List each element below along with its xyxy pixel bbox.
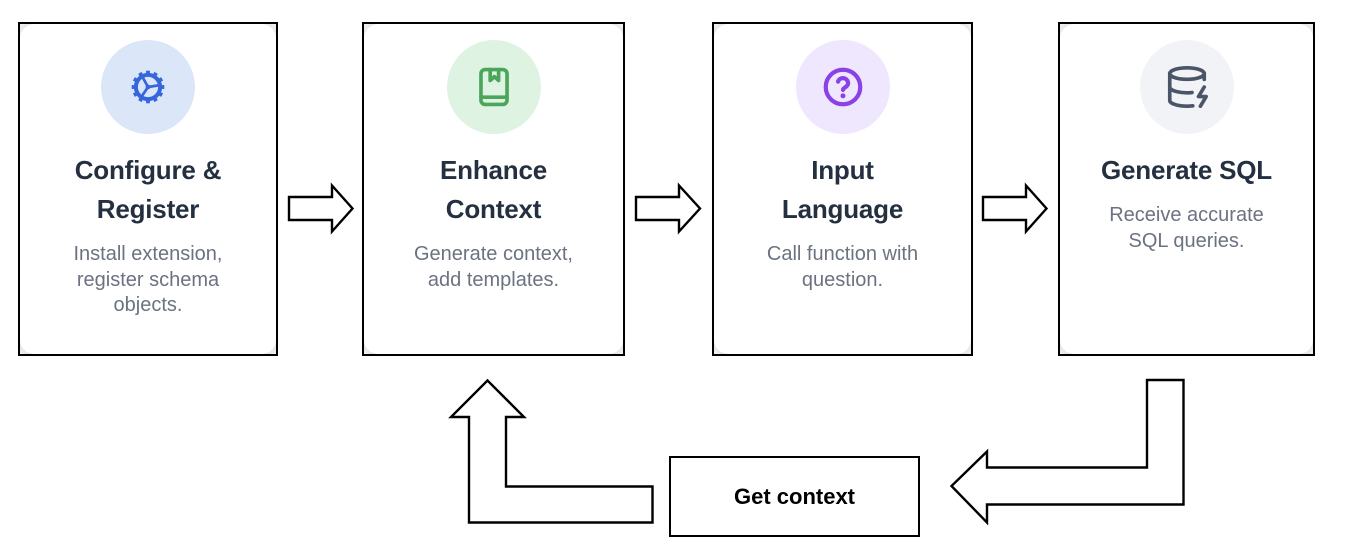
flow-arrow-step3-to-step4 [981,182,1049,235]
gear-icon [131,70,165,104]
book-bookmark-icon [478,67,509,107]
step-card-surface: Enhance Context Generate context, add te… [364,24,623,354]
step-icon-circle [795,40,890,134]
step-title: Input Language [781,155,904,224]
step-card-surface: Input Language Call function with questi… [714,24,971,354]
get-context-box: Get context [669,456,920,537]
step-icon-circle [446,40,541,134]
loop-arrow-down-from-generate-sql [949,378,1185,526]
step-title: Enhance Context [440,155,547,224]
step-description: Receive accurate SQL queries. [1109,204,1264,252]
loop-arrow-up-to-enhance-context [448,378,654,524]
get-context-label: Get context [733,483,856,509]
flow-arrow-step1-to-step2 [287,182,355,235]
database-zap-icon [1167,66,1208,109]
step-card-configure-register: Configure & Register Install extension, … [18,22,278,356]
step-card-surface: Configure & Register Install extension, … [20,24,276,354]
step-card-generate-sql: Generate SQL Receive accurate SQL querie… [1058,22,1315,356]
step-icon-circle [1139,40,1234,134]
step-card-input-language: Input Language Call function with questi… [712,22,973,356]
step-title: Generate SQL [1101,155,1272,185]
step-description: Generate context, add templates. [414,243,573,291]
step-card-surface: Generate SQL Receive accurate SQL querie… [1060,24,1313,354]
step-description: Call function with question. [766,243,919,291]
flow-arrow-step2-to-step3 [634,182,702,235]
question-circle-icon [823,67,862,107]
step-description: Install extension, register schema objec… [73,243,223,317]
step-icon-circle [101,40,195,134]
step-card-enhance-context: Enhance Context Generate context, add te… [362,22,625,356]
step-title: Configure & Register [74,155,222,224]
